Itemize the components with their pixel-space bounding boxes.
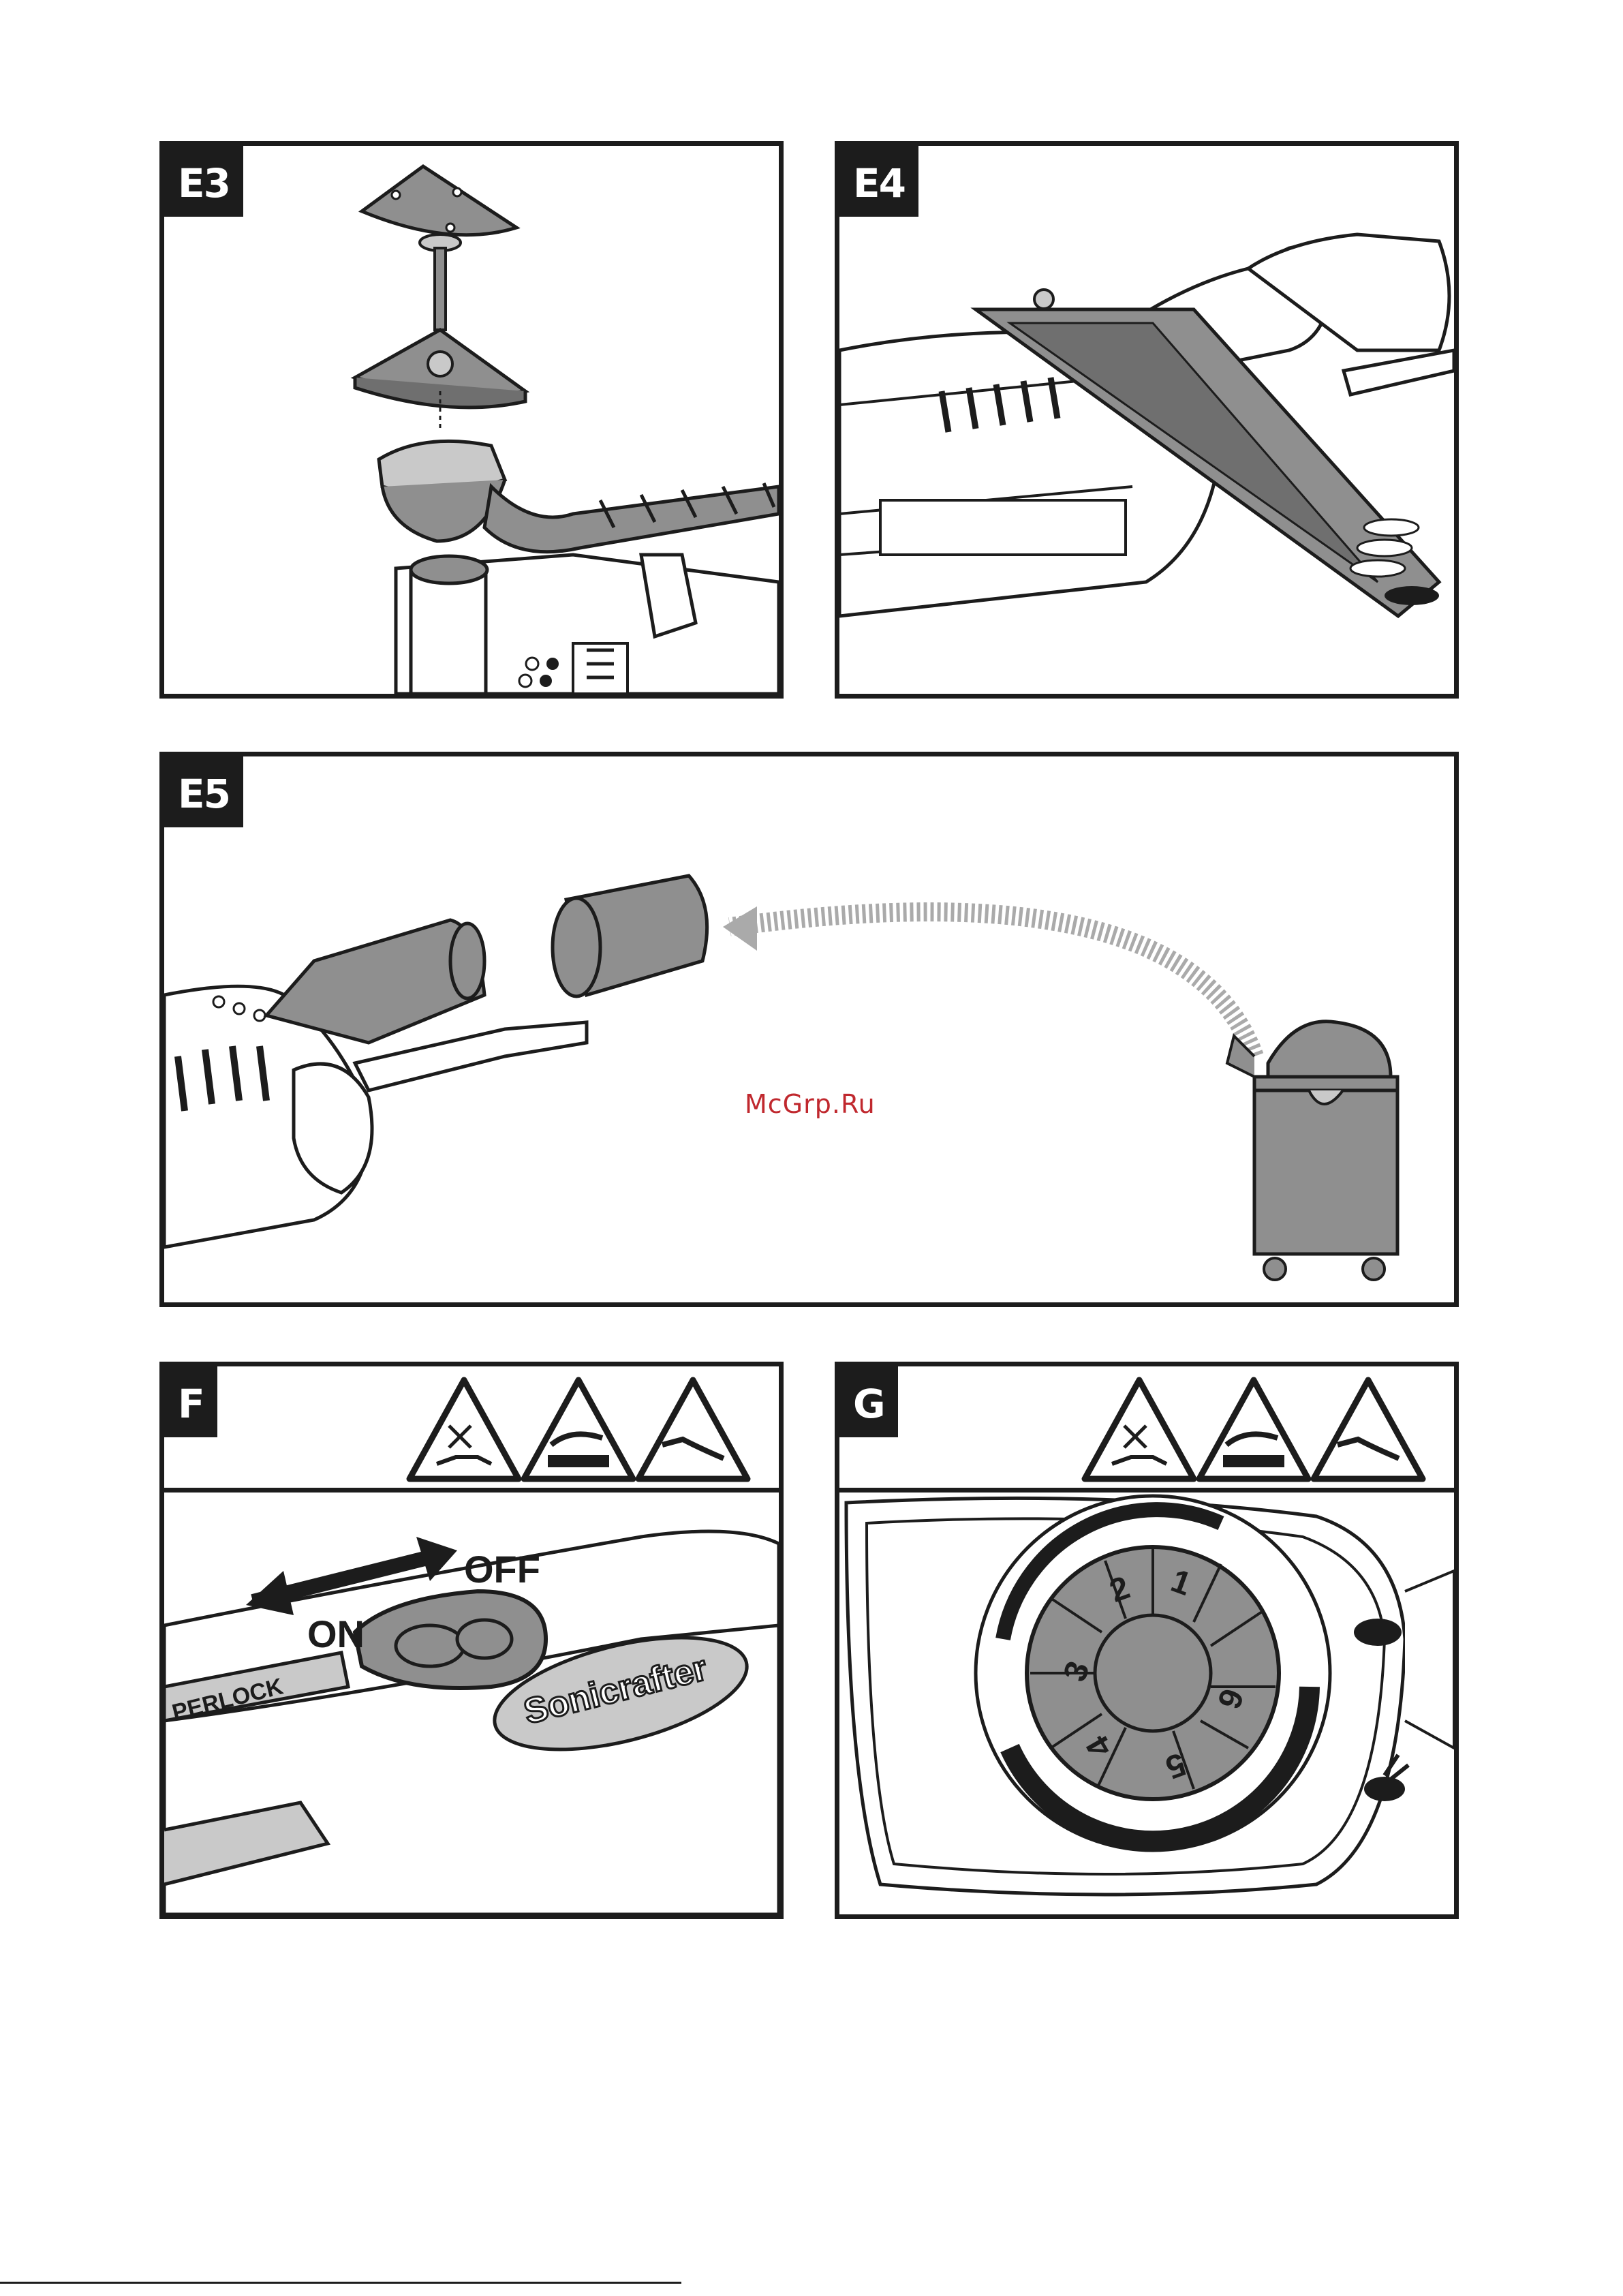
footer-rule xyxy=(0,2282,681,2284)
panel-g: G 1 2 3 4 5 xyxy=(835,1362,1459,1919)
watermark: McGrp.Ru xyxy=(745,1089,876,1119)
panel-e4: E4 xyxy=(835,141,1459,699)
adapter-mounting-illustration xyxy=(839,146,1454,694)
speed-dial-illustration xyxy=(839,1366,1454,1914)
hot-surface-hand-icon xyxy=(524,1380,633,1479)
no-water-plug-icon xyxy=(409,1380,519,1479)
panel-f: F OFF ON PERLOCK xyxy=(159,1362,784,1919)
vacuum-connection-illustration xyxy=(164,756,1454,1302)
switch-illustration xyxy=(164,1366,779,1914)
no-water-plug-icon xyxy=(1085,1380,1194,1479)
hand-injury-icon xyxy=(638,1380,747,1479)
hand-injury-icon xyxy=(1314,1380,1423,1479)
panel-e5: E5 xyxy=(159,752,1459,1307)
hot-surface-hand-icon xyxy=(1199,1380,1308,1479)
panel-e3: E3 xyxy=(159,141,784,699)
sanding-pad-assembly-illustration xyxy=(164,146,779,694)
on-label: ON xyxy=(307,1612,365,1656)
off-label: OFF xyxy=(464,1547,540,1591)
